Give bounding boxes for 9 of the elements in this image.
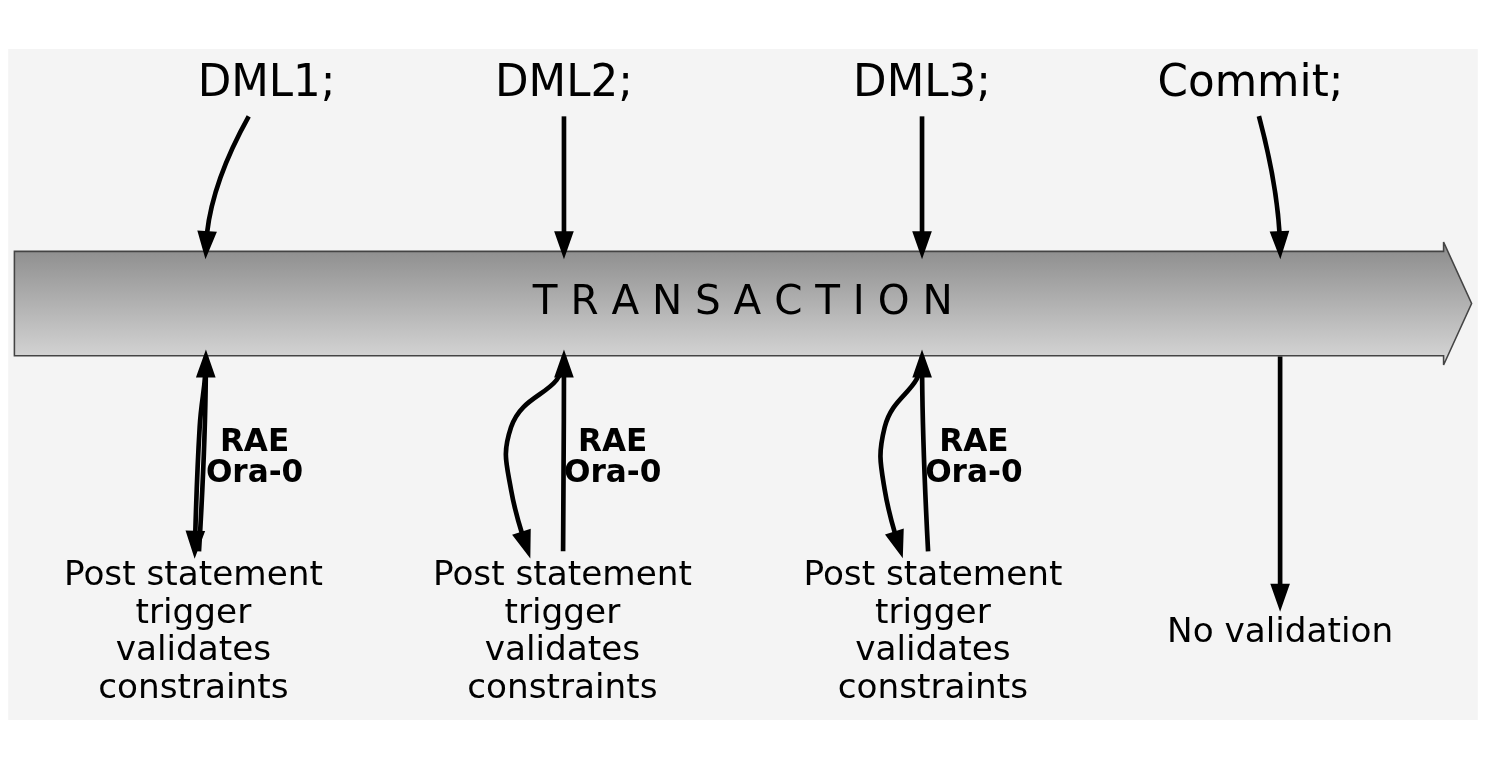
edge-label: RAE Ora-0 <box>205 421 304 489</box>
node-text: DML3; <box>853 55 991 106</box>
node-text: DML1; <box>197 55 336 106</box>
node-text: Post statement trigger validates constraints <box>803 552 1063 706</box>
node-text: No validation <box>1167 609 1394 650</box>
node-text: DML2; <box>495 55 633 106</box>
node-text: Commit; <box>1157 55 1344 106</box>
node-text: Post statement trigger validates constraints <box>432 552 692 706</box>
node-text: Post statement trigger validates constraints <box>63 552 323 706</box>
